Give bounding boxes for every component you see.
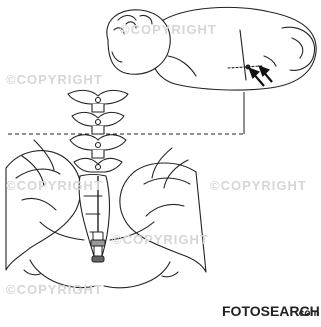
infant-figure (107, 7, 316, 90)
watermark-text: ©COPYRIGHT (120, 22, 217, 37)
brand-suffix: .com (296, 308, 319, 319)
watermark-text: ©COPYRIGHT (210, 178, 307, 193)
lumbar-spine (68, 90, 128, 172)
leader-line (8, 92, 244, 134)
watermark-text: ©COPYRIGHT (6, 72, 103, 87)
watermark-text: ©COPYRIGHT (112, 232, 209, 247)
watermark-text: ©COPYRIGHT (6, 282, 103, 297)
fotosearch-logo: FOTOSEARCH .com (222, 303, 320, 319)
watermark-text: ©COPYRIGHT (6, 178, 103, 193)
